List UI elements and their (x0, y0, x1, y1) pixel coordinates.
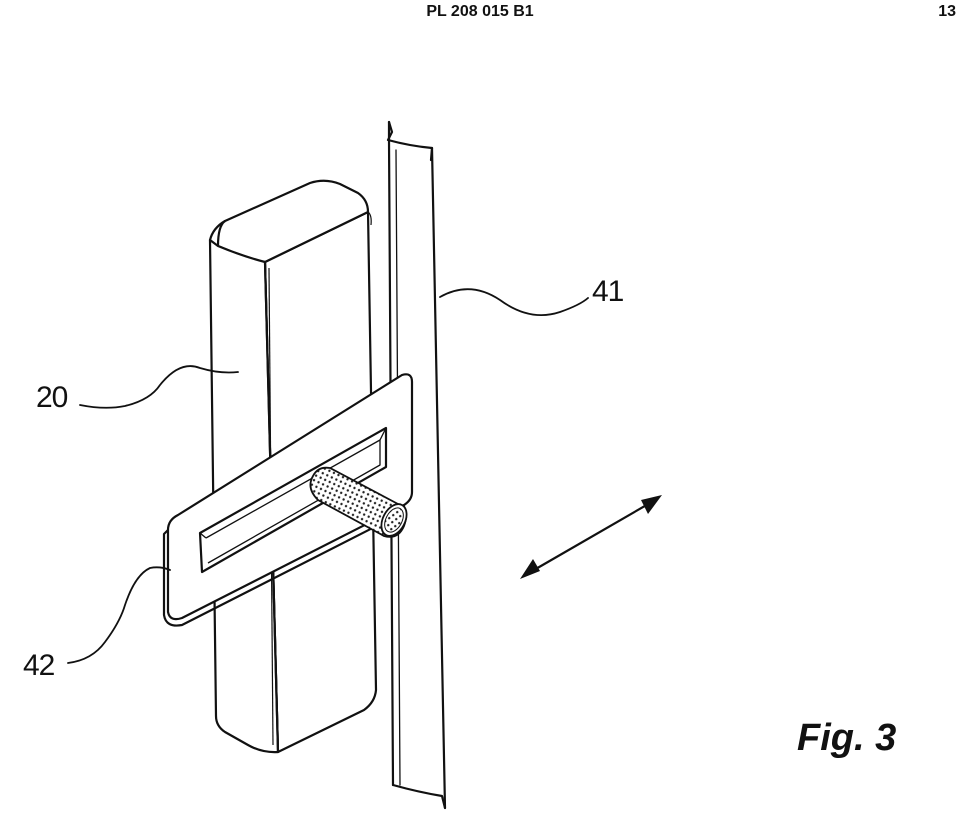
page-number: 13 (938, 3, 956, 20)
leader-lines (67, 288, 589, 664)
label-42: 42 (23, 649, 55, 682)
bracket-42 (162, 373, 414, 627)
label-20: 20 (36, 381, 68, 414)
leader-42 (67, 566, 171, 664)
leader-41 (439, 288, 589, 317)
figure-caption: Fig. 3 (797, 717, 896, 759)
document-id: PL 208 015 B1 (426, 3, 534, 20)
label-41: 41 (592, 275, 624, 308)
leader-20 (79, 365, 239, 409)
double-arrow (520, 495, 662, 579)
threaded-stud (309, 466, 408, 538)
page-header: PL 208 015 B1 13 (0, 0, 960, 30)
